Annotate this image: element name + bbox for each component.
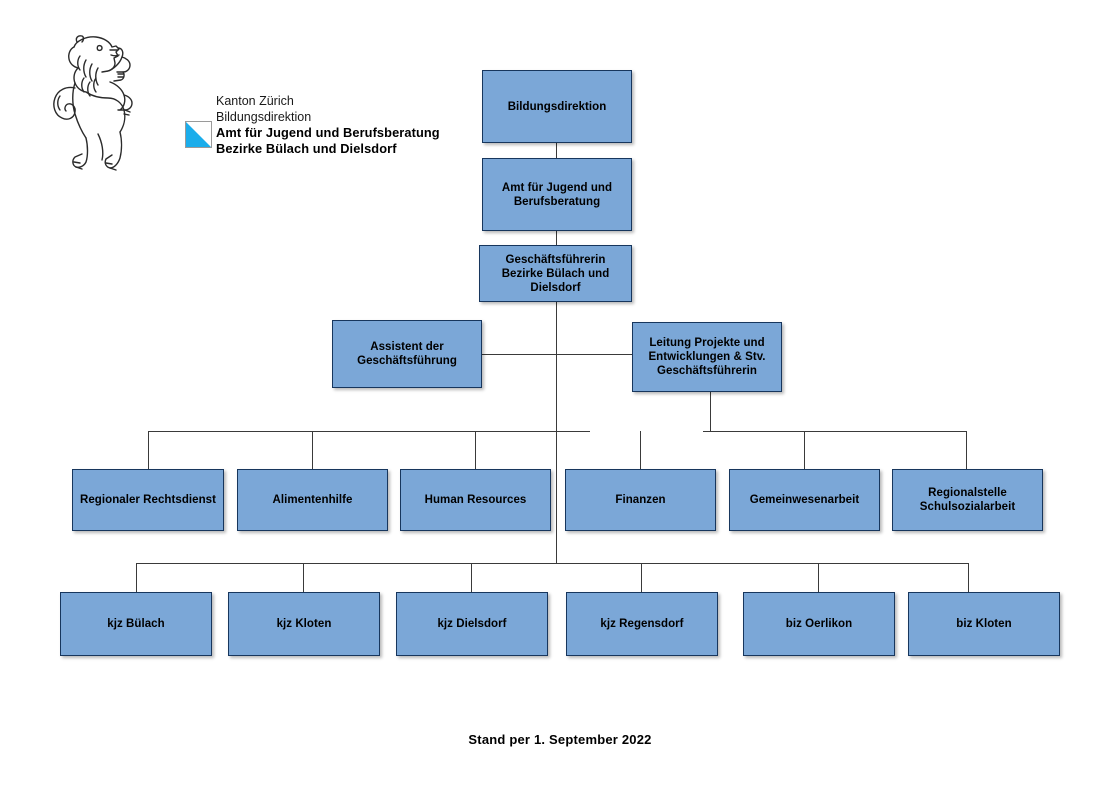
- node-regionaler-rechtsdienst[interactable]: Regionaler Rechtsdienst: [72, 469, 224, 531]
- zurich-lion-icon: [53, 35, 133, 171]
- node-label: Regionalstelle Schulsozialarbeit: [919, 487, 1016, 513]
- status-footer: Stand per 1. September 2022: [468, 732, 652, 747]
- connector-department-bus-right: [703, 431, 967, 432]
- connector-department-bus-left: [148, 431, 590, 432]
- connector-amt-geschaeftsfuehrerin: [556, 231, 557, 245]
- connector-dept-stem-finanzen: [640, 431, 641, 469]
- connector-center-bus: [136, 563, 968, 564]
- node-regionalstelle-schulsozialarbeit[interactable]: Regionalstelle Schulsozialarbeit: [892, 469, 1043, 531]
- node-kjz-regensdorf[interactable]: kjz Regensdorf: [566, 592, 718, 656]
- node-amt-fuer-jugend-und-berufsberatung[interactable]: Amt für Jugend und Berufsberatung: [482, 158, 632, 231]
- connector-dept-stem-human-resources: [475, 431, 476, 469]
- logo-line-bezirke: Bezirke Bülach und Dielsdorf: [216, 140, 397, 156]
- logo-line-kanton: Kanton Zürich: [216, 94, 294, 108]
- logo-line-amt: Amt für Jugend und Berufsberatung: [216, 125, 440, 140]
- connector-dept-stem-gemeinwesenarbeit: [804, 431, 805, 469]
- logo-text-block: Kanton Zürich Bildungsdirektion Amt für …: [216, 94, 440, 156]
- connector-center-stem-kjz-regensdorf: [641, 563, 642, 592]
- node-label: Assistent der Geschäftsführung: [357, 341, 457, 367]
- node-kjz-kloten[interactable]: kjz Kloten: [228, 592, 380, 656]
- node-label: Leitung Projekte und Entwicklungen & Stv…: [648, 337, 766, 377]
- node-kjz-dielsdorf[interactable]: kjz Dielsdorf: [396, 592, 548, 656]
- node-kjz-buelach[interactable]: kjz Bülach: [60, 592, 212, 656]
- node-alimentenhilfe[interactable]: Alimentenhilfe: [237, 469, 388, 531]
- node-bildungsdirektion[interactable]: Bildungsdirektion: [482, 70, 632, 143]
- connector-center-stem-kjz-dielsdorf: [471, 563, 472, 592]
- node-label: Human Resources: [424, 494, 527, 506]
- node-label: Gemeinwesenarbeit: [749, 494, 860, 506]
- node-biz-kloten[interactable]: biz Kloten: [908, 592, 1060, 656]
- logo-line-direktion: Bildungsdirektion: [216, 109, 312, 124]
- node-geschaeftsfuehrerin[interactable]: Geschäftsführerin Bezirke Bülach und Die…: [479, 245, 632, 302]
- node-label: kjz Dielsdorf: [437, 618, 507, 630]
- node-label: biz Oerlikon: [785, 618, 853, 630]
- node-gemeinwesenarbeit[interactable]: Gemeinwesenarbeit: [729, 469, 880, 531]
- connector-center-stem-biz-oerlikon: [818, 563, 819, 592]
- node-label: Alimentenhilfe: [272, 494, 353, 506]
- connector-main-trunk: [556, 302, 557, 563]
- connector-bildungsdirektion-amt: [556, 143, 557, 158]
- node-leitung-projekte-und-entwicklungen[interactable]: Leitung Projekte und Entwicklungen & Stv…: [632, 322, 782, 392]
- organization-logo: Kanton Zürich Bildungsdirektion Amt für …: [44, 30, 444, 175]
- node-label: Regionaler Rechtsdienst: [80, 494, 216, 506]
- bildungsdirektion-logo-mark: [185, 121, 212, 148]
- node-label: Geschäftsführerin Bezirke Bülach und Die…: [501, 253, 610, 294]
- connector-center-stem-kjz-kloten: [303, 563, 304, 592]
- connector-dept-stem-alimentenhilfe: [312, 431, 313, 469]
- node-label: kjz Regensdorf: [600, 618, 684, 630]
- node-label: Finanzen: [615, 494, 666, 506]
- node-biz-oerlikon[interactable]: biz Oerlikon: [743, 592, 895, 656]
- connector-center-stem-biz-kloten: [968, 563, 969, 592]
- connector-dept-stem-regionaler-rechtsdienst: [148, 431, 149, 469]
- node-human-resources[interactable]: Human Resources: [400, 469, 551, 531]
- connector-center-stem-kjz-buelach: [136, 563, 137, 592]
- connector-staff-horizontal: [482, 354, 632, 355]
- node-label: biz Kloten: [956, 618, 1012, 630]
- connector-leitung-stem: [710, 392, 711, 431]
- logo-mark-triangle-icon: [186, 122, 211, 147]
- node-label: Bildungsdirektion: [507, 100, 607, 113]
- node-label: kjz Kloten: [276, 618, 332, 630]
- node-finanzen[interactable]: Finanzen: [565, 469, 716, 531]
- node-label: kjz Bülach: [107, 618, 165, 630]
- node-assistent-der-geschaeftsfuehrung[interactable]: Assistent der Geschäftsführung: [332, 320, 482, 388]
- connector-dept-stem-regionalstelle: [966, 431, 967, 469]
- node-label: Amt für Jugend und Berufsberatung: [501, 181, 613, 208]
